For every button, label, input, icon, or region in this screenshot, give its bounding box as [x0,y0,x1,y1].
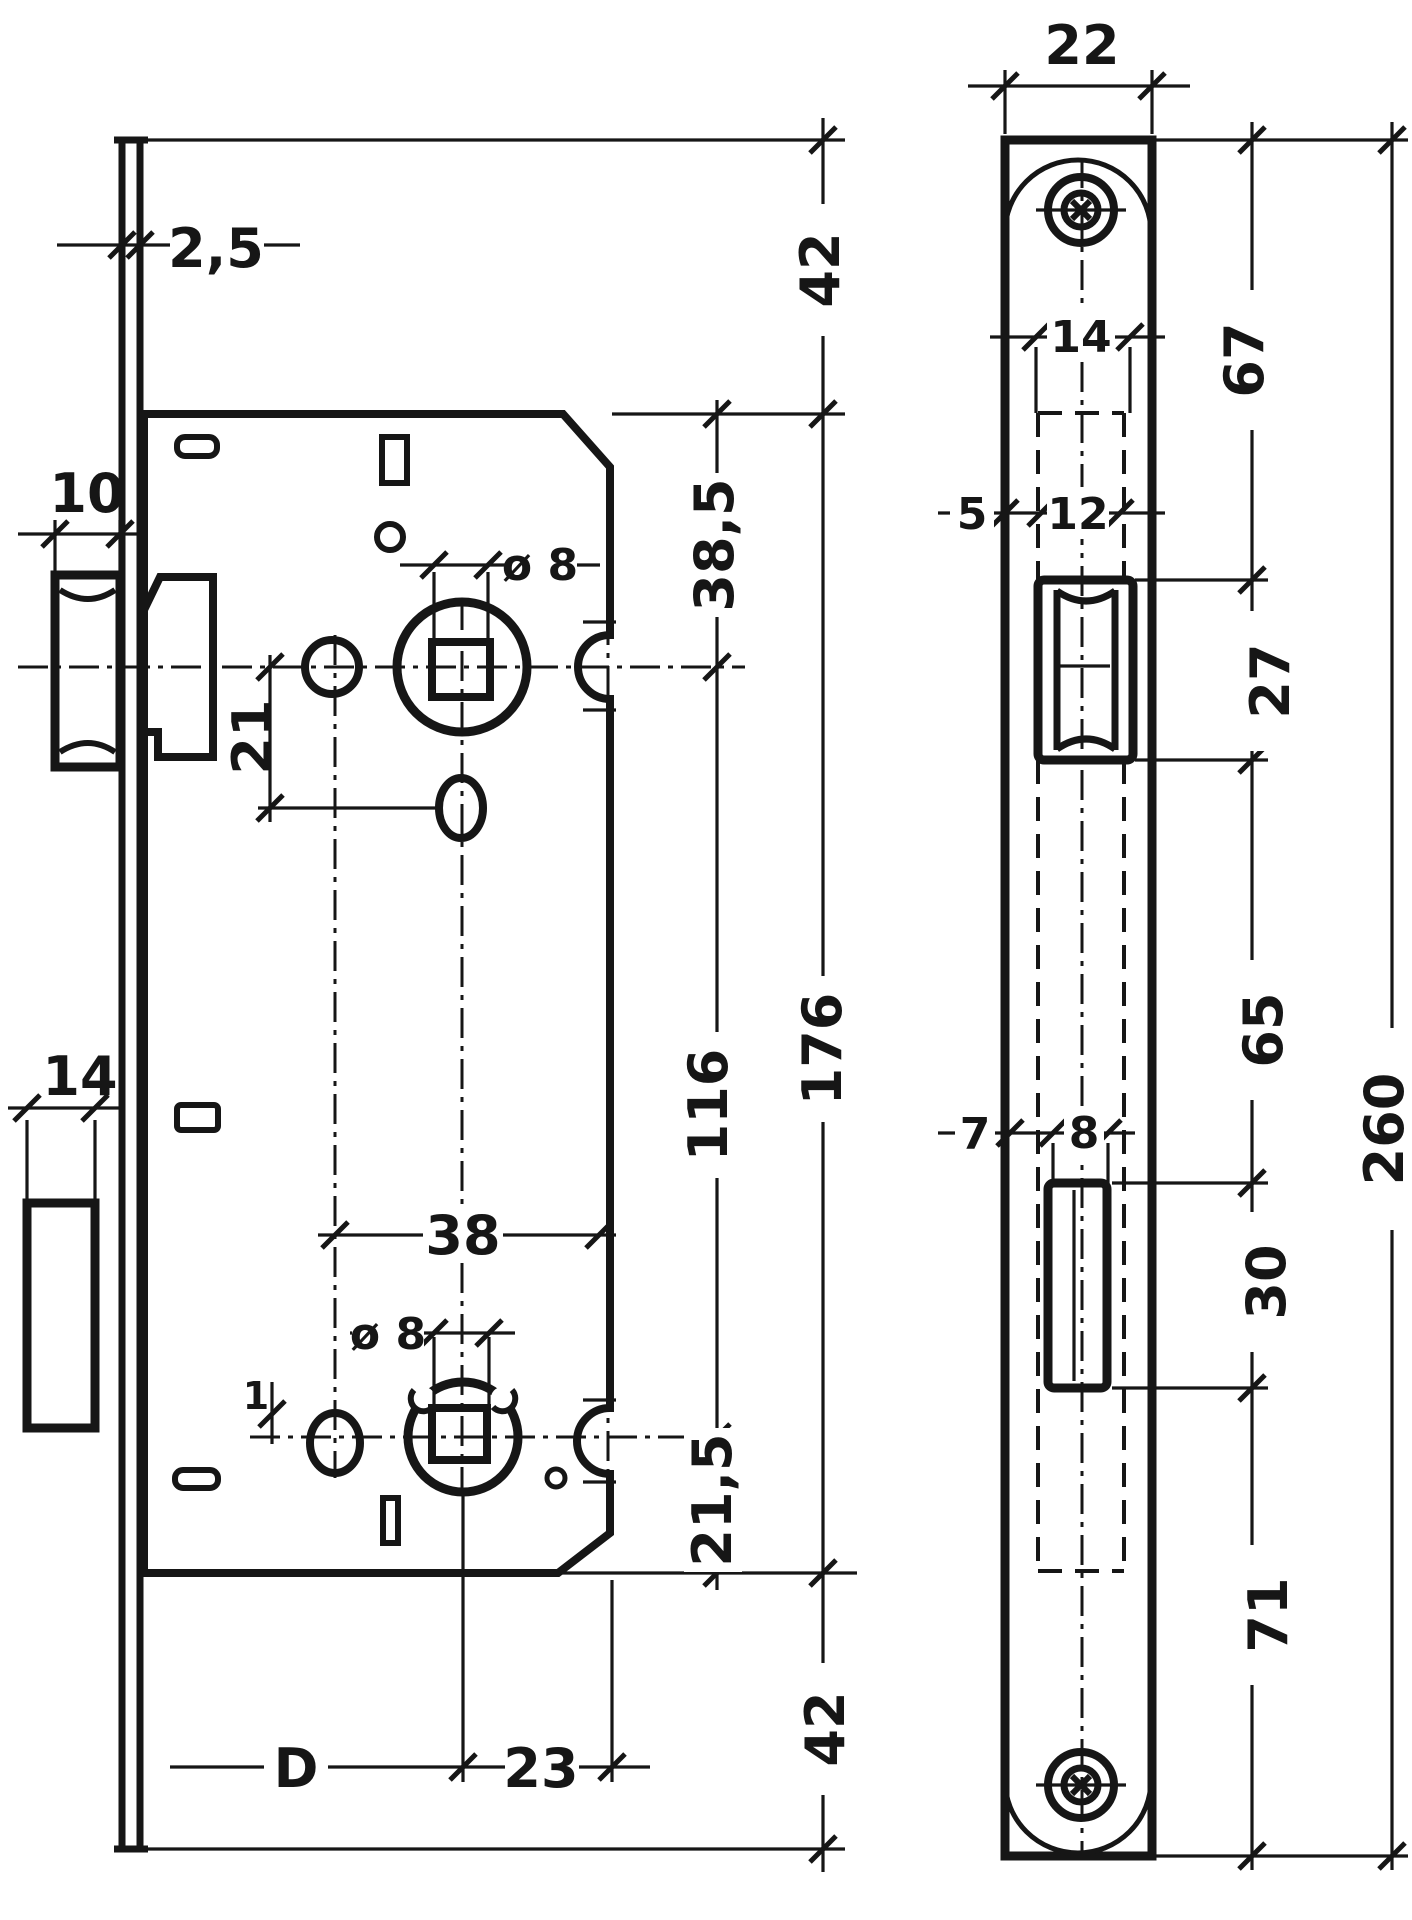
dim-axis-to-axis: 116 [677,1049,740,1162]
dim-latch-to-deadbolt: 65 [1232,992,1295,1067]
side-view-latch-bolt [50,570,217,772]
dim-deadbolt-width: 14 [42,1045,117,1108]
side-view-dimensions: 2,5 10 14 21 ø 8 ø 8 [8,118,857,1872]
dim-faceplate-thickness: 2,5 [168,217,264,280]
dim-case-height: 176 [791,993,854,1106]
side-view-upper-follower [301,521,532,842]
dim-deadbolt-cutout-height: 30 [1235,1244,1298,1319]
dim-backset-label: D [274,1737,319,1800]
dim-hole-offset: 21 [221,699,284,774]
side-view-case-outline [140,410,616,1577]
dim-micro-offset: 1 [243,1374,269,1418]
dim-upper-follower-square: ø 8 [502,540,578,591]
dim-deadbolt-cutout-width: 8 [1069,1108,1100,1159]
dim-latch-width: 10 [49,462,124,525]
front-view-latch-cutout [1033,575,1138,765]
dim-plate-above-case: 42 [789,232,852,307]
side-view-centerlines [18,600,745,1525]
side-view-lower-follower [306,1337,568,1497]
dim-plate-width: 22 [1044,14,1119,77]
front-view-faceplate [1000,135,1157,1861]
dim-edge-offset: 5 [957,489,988,540]
front-view-hidden-case-lines [1036,158,1126,1852]
dim-lower-follower-square: ø 8 [350,1309,426,1360]
dim-deadbolt-edge-offset: 7 [960,1109,991,1160]
side-view-slots [172,434,410,1546]
dim-deadbolt-to-bottom: 71 [1237,1577,1300,1652]
dim-backset: 23 [503,1737,578,1800]
dim-axis-to-bottom: 21,5 [681,1433,744,1566]
front-view-deadbolt-cutout [1043,1178,1112,1393]
dim-plate-below-case: 42 [794,1691,857,1766]
front-view-dimensions: 22 14 5 12 7 8 [938,14,1412,1871]
dim-plate-total-height: 260 [1353,1073,1412,1186]
dim-top-to-latch: 67 [1213,322,1276,397]
dim-top-to-axis: 38,5 [683,478,746,611]
dim-latch-cutout-height: 27 [1239,643,1302,718]
dim-pocket-width: 14 [1050,312,1111,363]
dim-case-width: 12 [1047,489,1108,540]
dim-axis-spacing: 38 [425,1204,500,1267]
side-view-deadbolt [22,1198,100,1433]
